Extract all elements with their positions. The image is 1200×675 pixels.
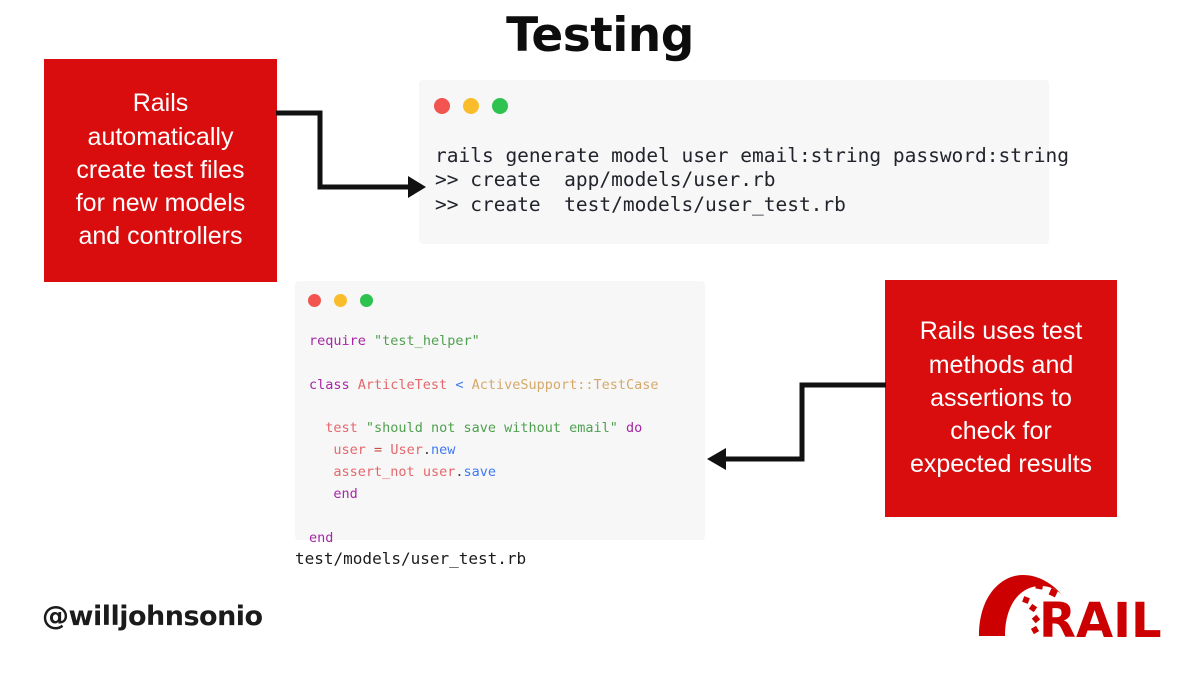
window-traffic-lights xyxy=(434,98,508,114)
rails-logo: RAILS xyxy=(979,575,1161,645)
close-dot-icon[interactable] xyxy=(308,294,321,307)
code-token: assert_not xyxy=(333,464,415,481)
code-token xyxy=(618,420,626,436)
terminal-line: >> create test/models/user_test.rb xyxy=(435,192,846,216)
code-token: . xyxy=(422,442,431,459)
code-line xyxy=(309,397,659,419)
minimize-dot-icon[interactable] xyxy=(463,98,479,114)
page-title: Testing xyxy=(506,8,694,63)
code-editor-content: require "test_helper" class ArticleTest … xyxy=(309,331,659,550)
code-token: new xyxy=(430,442,456,459)
code-token: end xyxy=(309,529,334,546)
code-line: assert_not user.save xyxy=(309,462,659,484)
code-token: = xyxy=(374,442,383,459)
code-token: save xyxy=(463,464,496,481)
code-token xyxy=(350,377,358,393)
code-line: end xyxy=(309,484,659,506)
callout-right-line: methods and xyxy=(928,350,1074,379)
code-window: require "test_helper" class ArticleTest … xyxy=(295,281,705,546)
code-line xyxy=(309,506,659,528)
code-token: test xyxy=(325,420,358,437)
code-line: user = User.new xyxy=(309,440,659,462)
code-token: require xyxy=(309,333,366,349)
callout-left: Rails automatically create test files fo… xyxy=(44,59,277,282)
code-line: test "should not save without email" do xyxy=(309,418,659,440)
callout-left-line: create test files xyxy=(76,155,245,184)
code-token xyxy=(309,486,333,502)
code-token xyxy=(309,442,333,458)
callout-right-line: expected results xyxy=(909,450,1093,479)
callout-left-line: and controllers xyxy=(78,222,243,251)
terminal-line: rails generate model user email:string p… xyxy=(435,144,1069,167)
code-line xyxy=(309,353,659,375)
terminal-line: >> create app/models/user.rb xyxy=(435,168,776,192)
code-line: require "test_helper" xyxy=(309,331,659,353)
callout-left-line: automatically xyxy=(87,122,234,151)
code-token: . xyxy=(455,464,464,481)
maximize-dot-icon[interactable] xyxy=(492,98,508,114)
callout-right-line: check for xyxy=(950,417,1052,446)
arrow-callout-to-code xyxy=(707,382,886,470)
rails-logo-text: RAILS xyxy=(1039,593,1161,645)
terminal-window: rails generate model user email:string p… xyxy=(419,80,1069,244)
code-token xyxy=(463,377,471,393)
code-token xyxy=(366,333,374,349)
code-file-caption: test/models/user_test.rb xyxy=(295,549,527,568)
code-token: ActiveSupport::TestCase xyxy=(471,376,659,393)
terminal-output: rails generate model user email:string p… xyxy=(435,144,1069,217)
code-token: ArticleTest xyxy=(357,376,448,393)
code-token xyxy=(309,420,325,436)
code-token xyxy=(358,420,366,436)
code-token: < xyxy=(455,376,464,393)
callout-right-line: assertions to xyxy=(930,383,1072,412)
code-line: class ArticleTest < ActiveSupport::TestC… xyxy=(309,375,659,397)
callout-right-text: Rails uses test methods and assertions t… xyxy=(910,315,1092,481)
code-token: "test_helper" xyxy=(374,333,480,349)
code-token xyxy=(415,464,423,480)
window-traffic-lights xyxy=(308,294,373,307)
code-token: "should not save without email" xyxy=(365,420,618,437)
arrow-callout-to-terminal xyxy=(276,110,426,198)
maximize-dot-icon[interactable] xyxy=(360,294,373,307)
code-line: end xyxy=(309,528,659,550)
code-token: class xyxy=(309,376,350,393)
callout-right: Rails uses test methods and assertions t… xyxy=(885,280,1117,517)
callout-left-line: for new models xyxy=(75,189,246,218)
code-token: User xyxy=(390,442,423,459)
code-token xyxy=(366,442,374,458)
author-handle: @willjohnsonio xyxy=(42,601,263,632)
code-token: do xyxy=(626,420,643,437)
minimize-dot-icon[interactable] xyxy=(334,294,347,307)
callout-right-line: Rails uses test xyxy=(919,317,1083,346)
callout-left-text: Rails automatically create test files fo… xyxy=(76,87,246,253)
code-token xyxy=(309,464,333,480)
callout-left-line: Rails xyxy=(132,89,189,118)
code-token: end xyxy=(333,486,358,503)
code-token: user xyxy=(422,464,456,481)
code-token: user xyxy=(333,442,366,459)
close-dot-icon[interactable] xyxy=(434,98,450,114)
